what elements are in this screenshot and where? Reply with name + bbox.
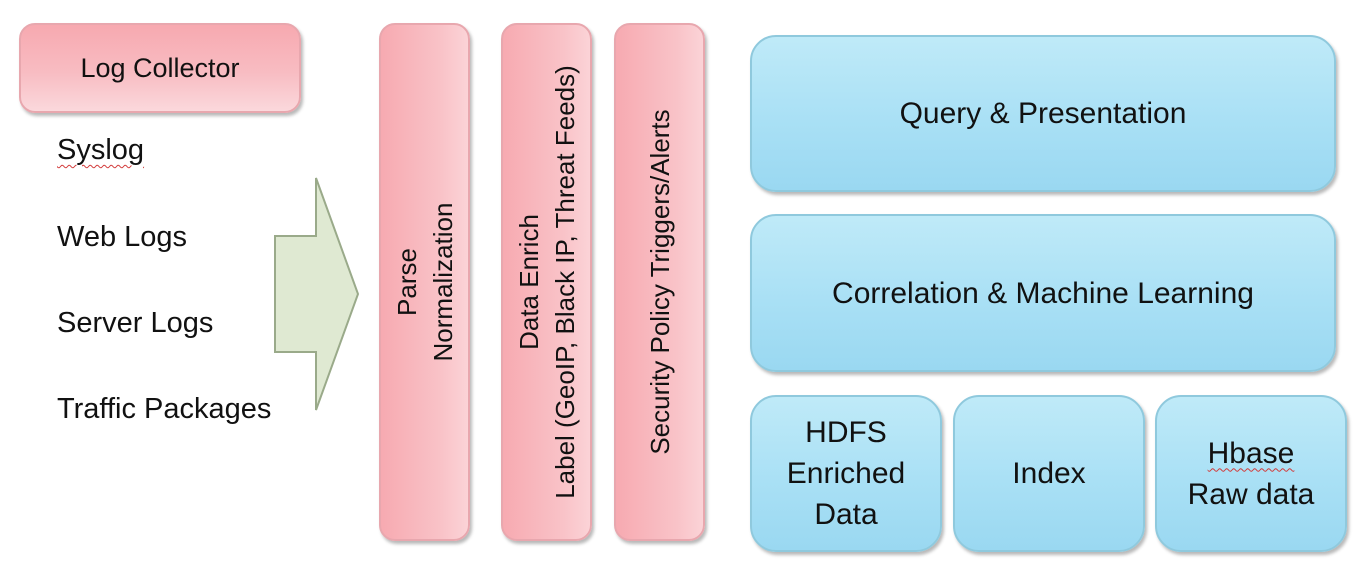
column-data-enrich: Data Enrich Label (GeoIP, Black IP, Thre… (501, 23, 592, 541)
query-presentation-label: Query & Presentation (899, 97, 1187, 130)
log-collector-label: Log Collector (80, 52, 240, 83)
log-collector-box: Log Collector (19, 23, 301, 113)
hbase-box: Hbase Raw data (1155, 395, 1347, 552)
index-box: Index (953, 395, 1145, 552)
query-presentation-box: Query & Presentation (750, 35, 1336, 192)
hdfs-box: HDFS Enriched Data (750, 395, 942, 552)
hdfs-line-1: HDFS (805, 416, 887, 449)
column-security-line-1: Security Policy Triggers/Alerts (644, 109, 675, 455)
column-enrich-line-2: Label (GeoIP, Black IP, Threat Feeds) (549, 65, 580, 499)
column-enrich-line-1: Data Enrich (513, 214, 544, 350)
flow-arrow-shape (274, 177, 360, 411)
source-syslog: Syslog (57, 134, 145, 166)
correlation-ml-label: Correlation & Machine Learning (832, 276, 1254, 310)
column-parse-line-1: Parse (391, 248, 422, 316)
source-server-logs: Server Logs (57, 307, 214, 339)
index-label: Index (1012, 457, 1086, 490)
correlation-ml-box: Correlation & Machine Learning (750, 214, 1336, 372)
hbase-line-2: Raw data (1187, 477, 1315, 511)
hdfs-line-2: Enriched (786, 457, 906, 490)
hbase-line-1: Hbase (1207, 436, 1295, 470)
column-security-policy: Security Policy Triggers/Alerts (614, 23, 705, 541)
column-parse-normalization: Parse Normalization (379, 23, 470, 541)
hdfs-line-3: Data (814, 498, 878, 531)
source-web-logs: Web Logs (57, 221, 188, 253)
flow-arrow-icon (274, 177, 360, 411)
column-parse-line-2: Normalization (427, 202, 458, 362)
source-traffic-packages: Traffic Packages (57, 393, 272, 425)
